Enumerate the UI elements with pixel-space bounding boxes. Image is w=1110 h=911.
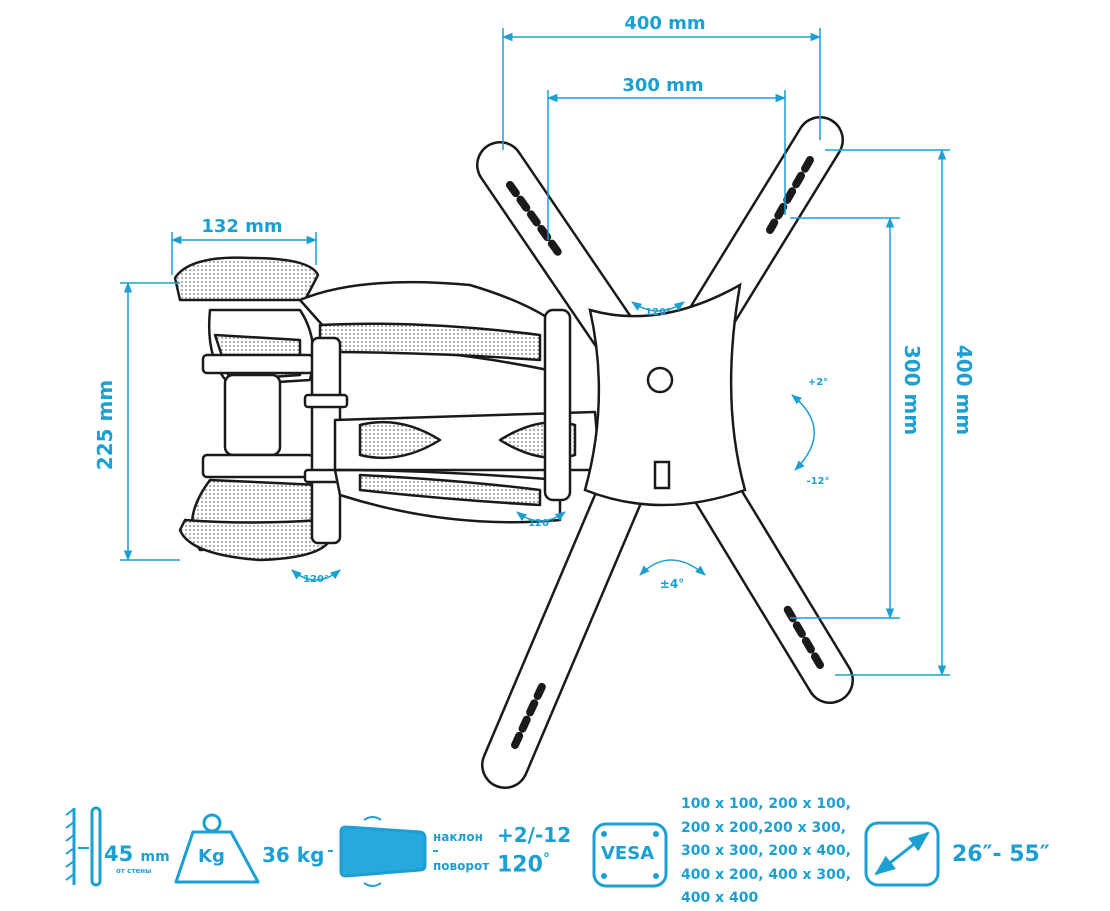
rotation-top: 120° bbox=[645, 307, 671, 318]
vesa-sizes: 100 x 100, 200 x 100, 200 x 200,200 x 30… bbox=[681, 793, 851, 911]
dimension-lines bbox=[120, 28, 950, 677]
tilt-value: +2/-12 bbox=[497, 823, 572, 847]
vesa-size-line: 200 x 200,200 x 300, bbox=[681, 819, 847, 836]
dim-300-horizontal: 300 mm bbox=[622, 75, 703, 96]
dim-300-vertical: 300 mm bbox=[900, 345, 924, 435]
swivel-angle: ±4° bbox=[660, 577, 684, 591]
dim-132: 132 mm bbox=[201, 216, 282, 237]
screen-size: 26″- 55″ bbox=[952, 842, 1050, 867]
rotate-degree: ° bbox=[542, 851, 550, 867]
dim-400-horizontal: 400 mm bbox=[624, 13, 705, 34]
wall-distance-unit: mm bbox=[140, 849, 170, 865]
wall-distance-value: 45 bbox=[104, 842, 134, 866]
weight-value: 36 kg bbox=[262, 843, 325, 867]
vesa-icon bbox=[592, 822, 668, 888]
vesa-size-line: 300 x 300, 200 x 400, bbox=[681, 843, 851, 859]
rotation-middle: 120° bbox=[528, 518, 554, 529]
tilt-label: наклон bbox=[433, 830, 483, 844]
swing-arm bbox=[173, 256, 602, 562]
rotate-number: 120 bbox=[497, 852, 543, 878]
rotate-value: 120° bbox=[497, 851, 550, 877]
dim-400-vertical: 400 mm bbox=[952, 345, 976, 435]
vesa-size-line: 100 x 100, 200 x 100, bbox=[681, 796, 851, 812]
tilt-down: -12° bbox=[806, 476, 829, 487]
wall-distance-caption: от стены bbox=[116, 867, 152, 875]
weight-icon bbox=[174, 813, 260, 884]
vesa-size-line: 400 x 400 bbox=[681, 890, 759, 906]
tilt-up: +2° bbox=[808, 377, 828, 388]
wall-distance-icon bbox=[65, 806, 102, 887]
vesa-plate bbox=[476, 116, 854, 789]
rotation-wall: 120° bbox=[303, 574, 329, 585]
vesa-size-line: 400 x 200, 400 x 300, bbox=[681, 866, 851, 883]
tilt-swivel-icon bbox=[328, 816, 438, 887]
dim-225: 225 mm bbox=[93, 380, 117, 470]
vesa-icon-label: VESA bbox=[601, 843, 655, 864]
rotate-label: поворот bbox=[433, 859, 490, 873]
wall-distance: 45 mm bbox=[104, 842, 170, 866]
weight-icon-label: Kg bbox=[198, 846, 225, 867]
screen-size-icon bbox=[864, 821, 940, 887]
